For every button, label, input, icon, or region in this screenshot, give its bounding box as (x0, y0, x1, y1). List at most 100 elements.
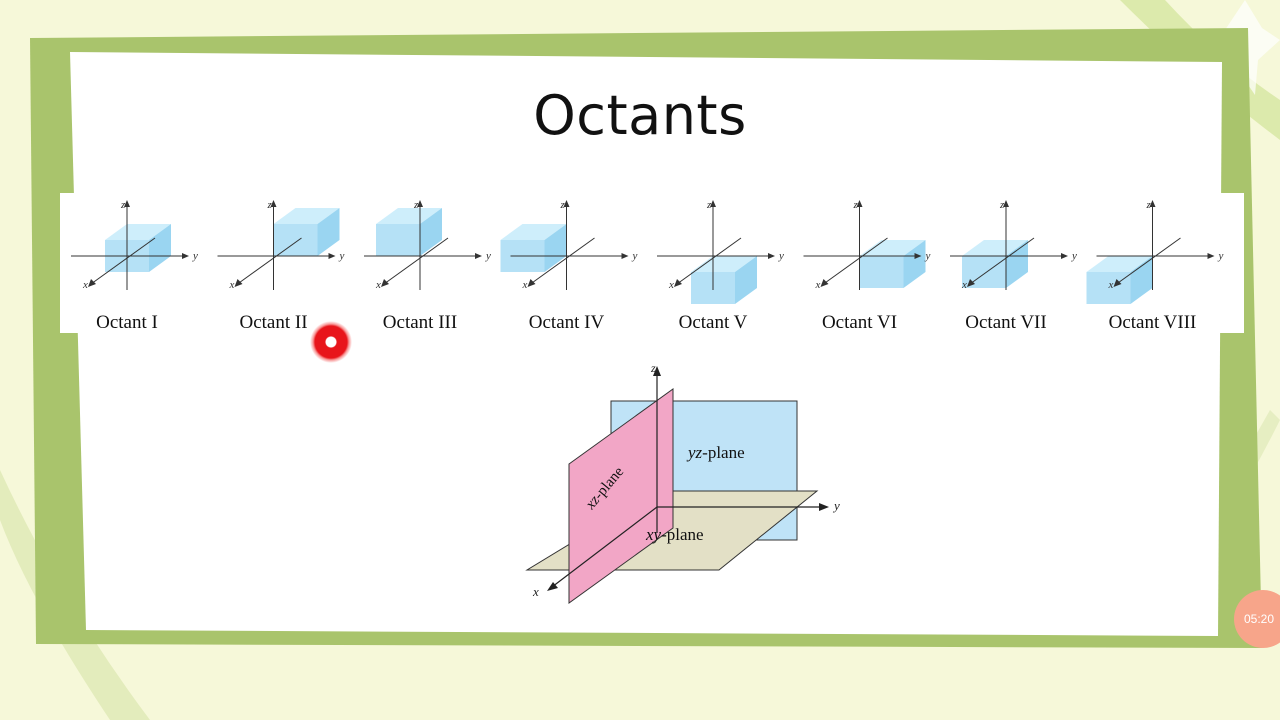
octant-y-label: y (339, 250, 345, 262)
octant-x-arrow (674, 279, 682, 287)
octant-z-arrow (270, 200, 277, 207)
octant-strip-background (60, 193, 1244, 333)
octant-z-label: z (1146, 199, 1152, 211)
octant-y-arrow (182, 253, 189, 259)
octant-box-front (273, 224, 318, 256)
octant-z-arrow (124, 200, 130, 207)
octant-box-side (317, 208, 340, 256)
octant-z-arrow (856, 200, 863, 207)
octant-x-label: x (522, 279, 528, 291)
octant-x-axis (383, 237, 449, 285)
octant-panel-2: z y x (217, 199, 345, 291)
octant-y-label: y (1218, 250, 1224, 262)
octant-box-side (903, 240, 926, 288)
octant-x-axis (969, 237, 1035, 285)
xz-plane-shape (568, 388, 674, 604)
octant-box-front (859, 256, 904, 288)
octant-x-arrow (234, 279, 243, 287)
octant-panel-3: z y x (364, 199, 491, 291)
octant-x-label: x (961, 279, 967, 291)
octant-x-axis (530, 237, 595, 285)
octant-box-side (149, 224, 171, 272)
octant-panel-6: z y x (803, 199, 931, 291)
octant-label-3: Octant III (382, 312, 458, 333)
octant-x-axis (237, 237, 302, 285)
octant-x-label: x (375, 279, 381, 291)
slide-title: Octants (533, 84, 747, 147)
pointer-indicator (310, 321, 352, 363)
timer-badge: 05:20 (1234, 590, 1280, 648)
coordinate-planes-figure: z y x yz-plane xy-plane xz-plane (525, 361, 840, 604)
octant-x-arrow (88, 279, 96, 287)
octant-z-arrow (710, 200, 716, 207)
octant-y-label: y (1071, 250, 1077, 262)
x-axis-label: x (532, 584, 539, 599)
z-axis-label: z (650, 361, 656, 375)
octant-box-side (735, 256, 757, 304)
octant-x-label: x (229, 279, 235, 291)
octant-box-side (544, 224, 567, 272)
octant-y-arrow (1061, 253, 1068, 259)
octant-y-label: y (778, 250, 784, 262)
octant-z-label: z (413, 199, 419, 211)
octant-z-arrow (1149, 200, 1156, 207)
octant-x-axis (1116, 237, 1181, 285)
octant-label-4: Octant IV (528, 312, 605, 333)
octant-y-arrow (328, 253, 336, 259)
octant-x-arrow (1113, 279, 1122, 287)
octant-panel-8: z y x (1086, 199, 1224, 304)
y-axis-arrow (819, 503, 829, 511)
octant-x-arrow (381, 279, 389, 287)
octant-z-label: z (267, 199, 273, 211)
octant-x-arrow (527, 279, 536, 287)
octant-box-front (1086, 272, 1131, 304)
octant-panel-1: z y x (71, 199, 198, 291)
octant-box-side (420, 208, 442, 256)
octant-label-5: Octant V (678, 312, 748, 333)
octant-y-arrow (621, 253, 629, 259)
octant-panel-5: z y x (657, 199, 784, 304)
octant-z-label: z (560, 199, 566, 211)
octant-box-front (376, 224, 420, 256)
octant-z-label: z (999, 199, 1005, 211)
octant-label-7: Octant VII (965, 312, 1047, 333)
z-axis-arrow (653, 366, 661, 376)
octant-x-axis (823, 237, 888, 285)
octant-x-axis (90, 237, 156, 285)
octant-z-arrow (417, 200, 423, 207)
octant-x-label: x (668, 279, 674, 291)
octant-z-arrow (1003, 200, 1009, 207)
octant-panel-7: z y x (950, 199, 1077, 291)
octant-y-arrow (475, 253, 482, 259)
y-axis-label: y (832, 498, 840, 513)
octant-label-1: Octant I (96, 312, 158, 333)
octant-x-label: x (82, 279, 88, 291)
octant-box-side (1130, 256, 1153, 304)
octant-z-label: z (706, 199, 712, 211)
octant-y-arrow (768, 253, 775, 259)
octant-z-label: z (120, 199, 126, 211)
octant-x-arrow (820, 279, 829, 287)
octant-x-axis (676, 237, 742, 285)
octant-z-arrow (563, 200, 570, 207)
octant-z-label: z (853, 199, 859, 211)
yz-plane-label: yz-plane (686, 443, 745, 462)
xy-plane-label: xy-plane (645, 525, 704, 544)
octant-label-2: Octant II (239, 312, 308, 333)
octant-y-label: y (192, 250, 198, 262)
octant-x-label: x (815, 279, 821, 291)
octant-y-arrow (914, 253, 922, 259)
octant-box-front (962, 256, 1006, 288)
octant-y-label: y (485, 250, 491, 262)
octant-y-arrow (1207, 253, 1215, 259)
octant-y-label: y (925, 250, 931, 262)
x-axis-arrow (547, 582, 558, 591)
octant-x-label: x (1108, 279, 1114, 291)
octant-box-side (1006, 240, 1028, 288)
octant-panel-4: zyx (500, 199, 638, 291)
octant-x-arrow (967, 279, 975, 287)
octant-label-8: Octant VIII (1108, 312, 1197, 333)
